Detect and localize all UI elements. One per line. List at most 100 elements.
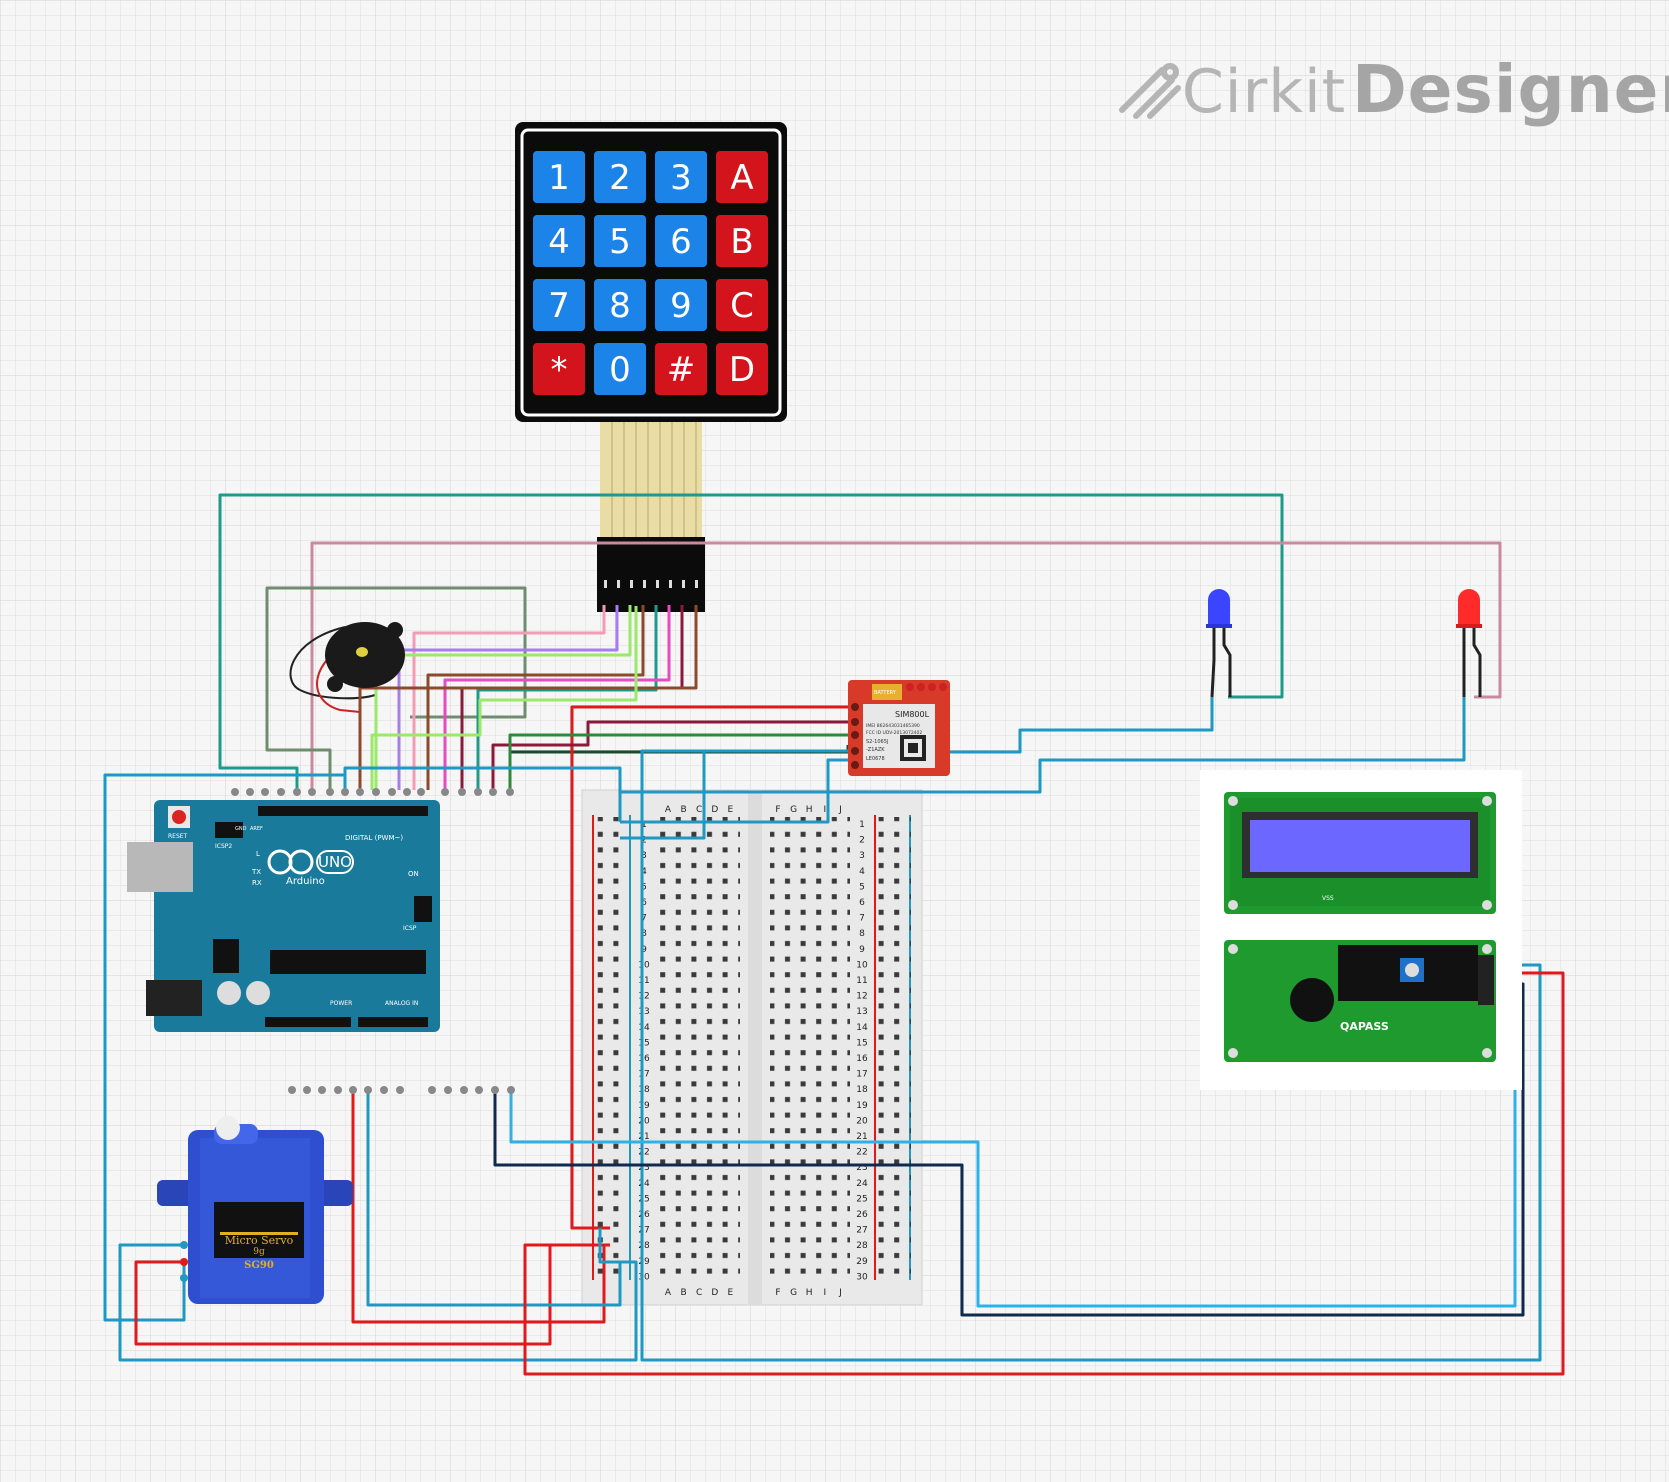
bb-row-label-left: 16	[638, 1054, 650, 1064]
keypad-key-8[interactable]: 8	[594, 279, 646, 331]
pin-dot[interactable]	[318, 1086, 326, 1094]
pin-dot[interactable]	[403, 788, 411, 796]
pin-dot[interactable]	[441, 788, 449, 796]
pin-dot[interactable]	[507, 1086, 515, 1094]
sim-line-2: FCC ID UDV-2013072402	[866, 730, 922, 736]
bb-row-label-right: 25	[856, 1194, 867, 1204]
sim800l-module[interactable]: BATTERY SIM800L IMEI 862643031465390 FCC…	[848, 680, 950, 776]
arduino-tx-label: TX	[251, 868, 261, 876]
bb-row-label-right: 20	[856, 1116, 868, 1126]
bb-row-label-right: 10	[856, 960, 868, 970]
pin-dot[interactable]	[460, 1086, 468, 1094]
keypad-key-B[interactable]: B	[716, 215, 768, 267]
servo-label-line3: SG90	[244, 1260, 274, 1271]
arduino-uno[interactable]: UNO Arduino RESET ICSP2 DIGITAL (PWM~) T…	[127, 800, 440, 1032]
pin-dot[interactable]	[246, 788, 254, 796]
pin-dot[interactable]	[475, 1086, 483, 1094]
pin-dot[interactable]	[388, 788, 396, 796]
pin-dot[interactable]	[341, 788, 349, 796]
bb-row-label-left: 29	[638, 1257, 650, 1267]
pin-dot[interactable]	[396, 1086, 404, 1094]
bb-row-label-left: 23	[638, 1163, 649, 1173]
pin-dot[interactable]	[506, 788, 514, 796]
pin-dot[interactable]	[308, 788, 316, 796]
keypad-key-label: 2	[609, 158, 631, 198]
bb-row-label-right: 30	[856, 1272, 868, 1282]
keypad-key-4[interactable]: 4	[533, 215, 585, 267]
keypad-key-5[interactable]: 5	[594, 215, 646, 267]
bb-col-label-top: B	[681, 805, 687, 815]
bb-row-label-left: 27	[638, 1226, 649, 1236]
bb-row-label-right: 22	[856, 1148, 867, 1158]
bb-row-label-right: 5	[859, 882, 865, 892]
keypad-key-label: 7	[548, 286, 570, 326]
pin-dot[interactable]	[458, 788, 466, 796]
pin-dot[interactable]	[444, 1086, 452, 1094]
pin-dot[interactable]	[261, 788, 269, 796]
bb-row-label-right: 16	[856, 1054, 868, 1064]
pin-dot[interactable]	[474, 788, 482, 796]
led-red[interactable]	[1456, 589, 1482, 697]
pin-dot[interactable]	[334, 1086, 342, 1094]
bb-row-label-left: 14	[638, 1023, 650, 1033]
micro-servo-sg90[interactable]: Micro Servo 9g SG90	[157, 1116, 353, 1304]
pin-dot[interactable]	[231, 788, 239, 796]
bb-col-label-top: F	[775, 805, 780, 815]
pin-dot[interactable]	[417, 788, 425, 796]
bb-row-label-left: 22	[638, 1148, 649, 1158]
bb-row-label-left: 19	[638, 1101, 650, 1111]
lcd-backpack-label: QAPASS	[1340, 1020, 1389, 1033]
pin-dot[interactable]	[288, 1086, 296, 1094]
keypad-key-label: *	[551, 350, 568, 390]
keypad-key-2[interactable]: 2	[594, 151, 646, 203]
keypad-key-C[interactable]: C	[716, 279, 768, 331]
pin-dot[interactable]	[380, 1086, 388, 1094]
bb-row-label-left: 8	[641, 929, 647, 939]
header-pin-dots	[231, 788, 515, 1094]
servo-label-line1: Micro Servo	[225, 1234, 294, 1247]
brand-name-designer: Designer	[1352, 51, 1669, 128]
pin-dot[interactable]	[491, 1086, 499, 1094]
led-blue[interactable]	[1206, 589, 1232, 698]
arduino-analog-label: ANALOG IN	[385, 1000, 418, 1007]
keypad-key-1[interactable]: 1	[533, 151, 585, 203]
bb-col-label-bottom: F	[775, 1288, 780, 1298]
bb-row-label-left: 7	[641, 914, 647, 924]
pin-dot[interactable]	[364, 1086, 372, 1094]
bb-row-label-right: 1	[859, 820, 865, 830]
bb-row-label-left: 15	[638, 1038, 649, 1048]
lcd-pins-label: VSS	[1322, 895, 1334, 902]
keypad-key-0[interactable]: 0	[594, 343, 646, 395]
piezo-buzzer[interactable]	[325, 622, 405, 692]
bb-row-label-left: 26	[638, 1210, 650, 1220]
pin-dot[interactable]	[303, 1086, 311, 1094]
bb-row-label-left: 17	[638, 1070, 649, 1080]
sim-chip-label: SIM800L	[895, 710, 930, 719]
pin-dot[interactable]	[428, 1086, 436, 1094]
pin-dot[interactable]	[326, 788, 334, 796]
pin-dot[interactable]	[349, 1086, 357, 1094]
lcd-16x2-i2c[interactable]: VSS QAPASS	[1200, 770, 1522, 1090]
sim-line-3: S2-1065J	[866, 739, 888, 745]
pin-dot[interactable]	[372, 788, 380, 796]
bb-col-label-top: E	[728, 805, 734, 815]
keypad-key-label: 4	[548, 222, 570, 262]
pin-dot[interactable]	[356, 788, 364, 796]
keypad-key-A[interactable]: A	[716, 151, 768, 203]
bb-row-label-left: 6	[641, 898, 647, 908]
pin-dot[interactable]	[277, 788, 285, 796]
keypad-key-6[interactable]: 6	[655, 215, 707, 267]
keypad-key-star[interactable]: *	[533, 343, 585, 395]
pin-dot[interactable]	[489, 788, 497, 796]
keypad-key-D[interactable]: D	[716, 343, 768, 395]
keypad-key-7[interactable]: 7	[533, 279, 585, 331]
keypad-key-hash[interactable]: #	[655, 343, 707, 395]
keypad-key-9[interactable]: 9	[655, 279, 707, 331]
pin-dot[interactable]	[293, 788, 301, 796]
bb-row-label-right: 7	[859, 914, 865, 924]
bb-col-label-top: H	[806, 805, 813, 815]
keypad-key-3[interactable]: 3	[655, 151, 707, 203]
